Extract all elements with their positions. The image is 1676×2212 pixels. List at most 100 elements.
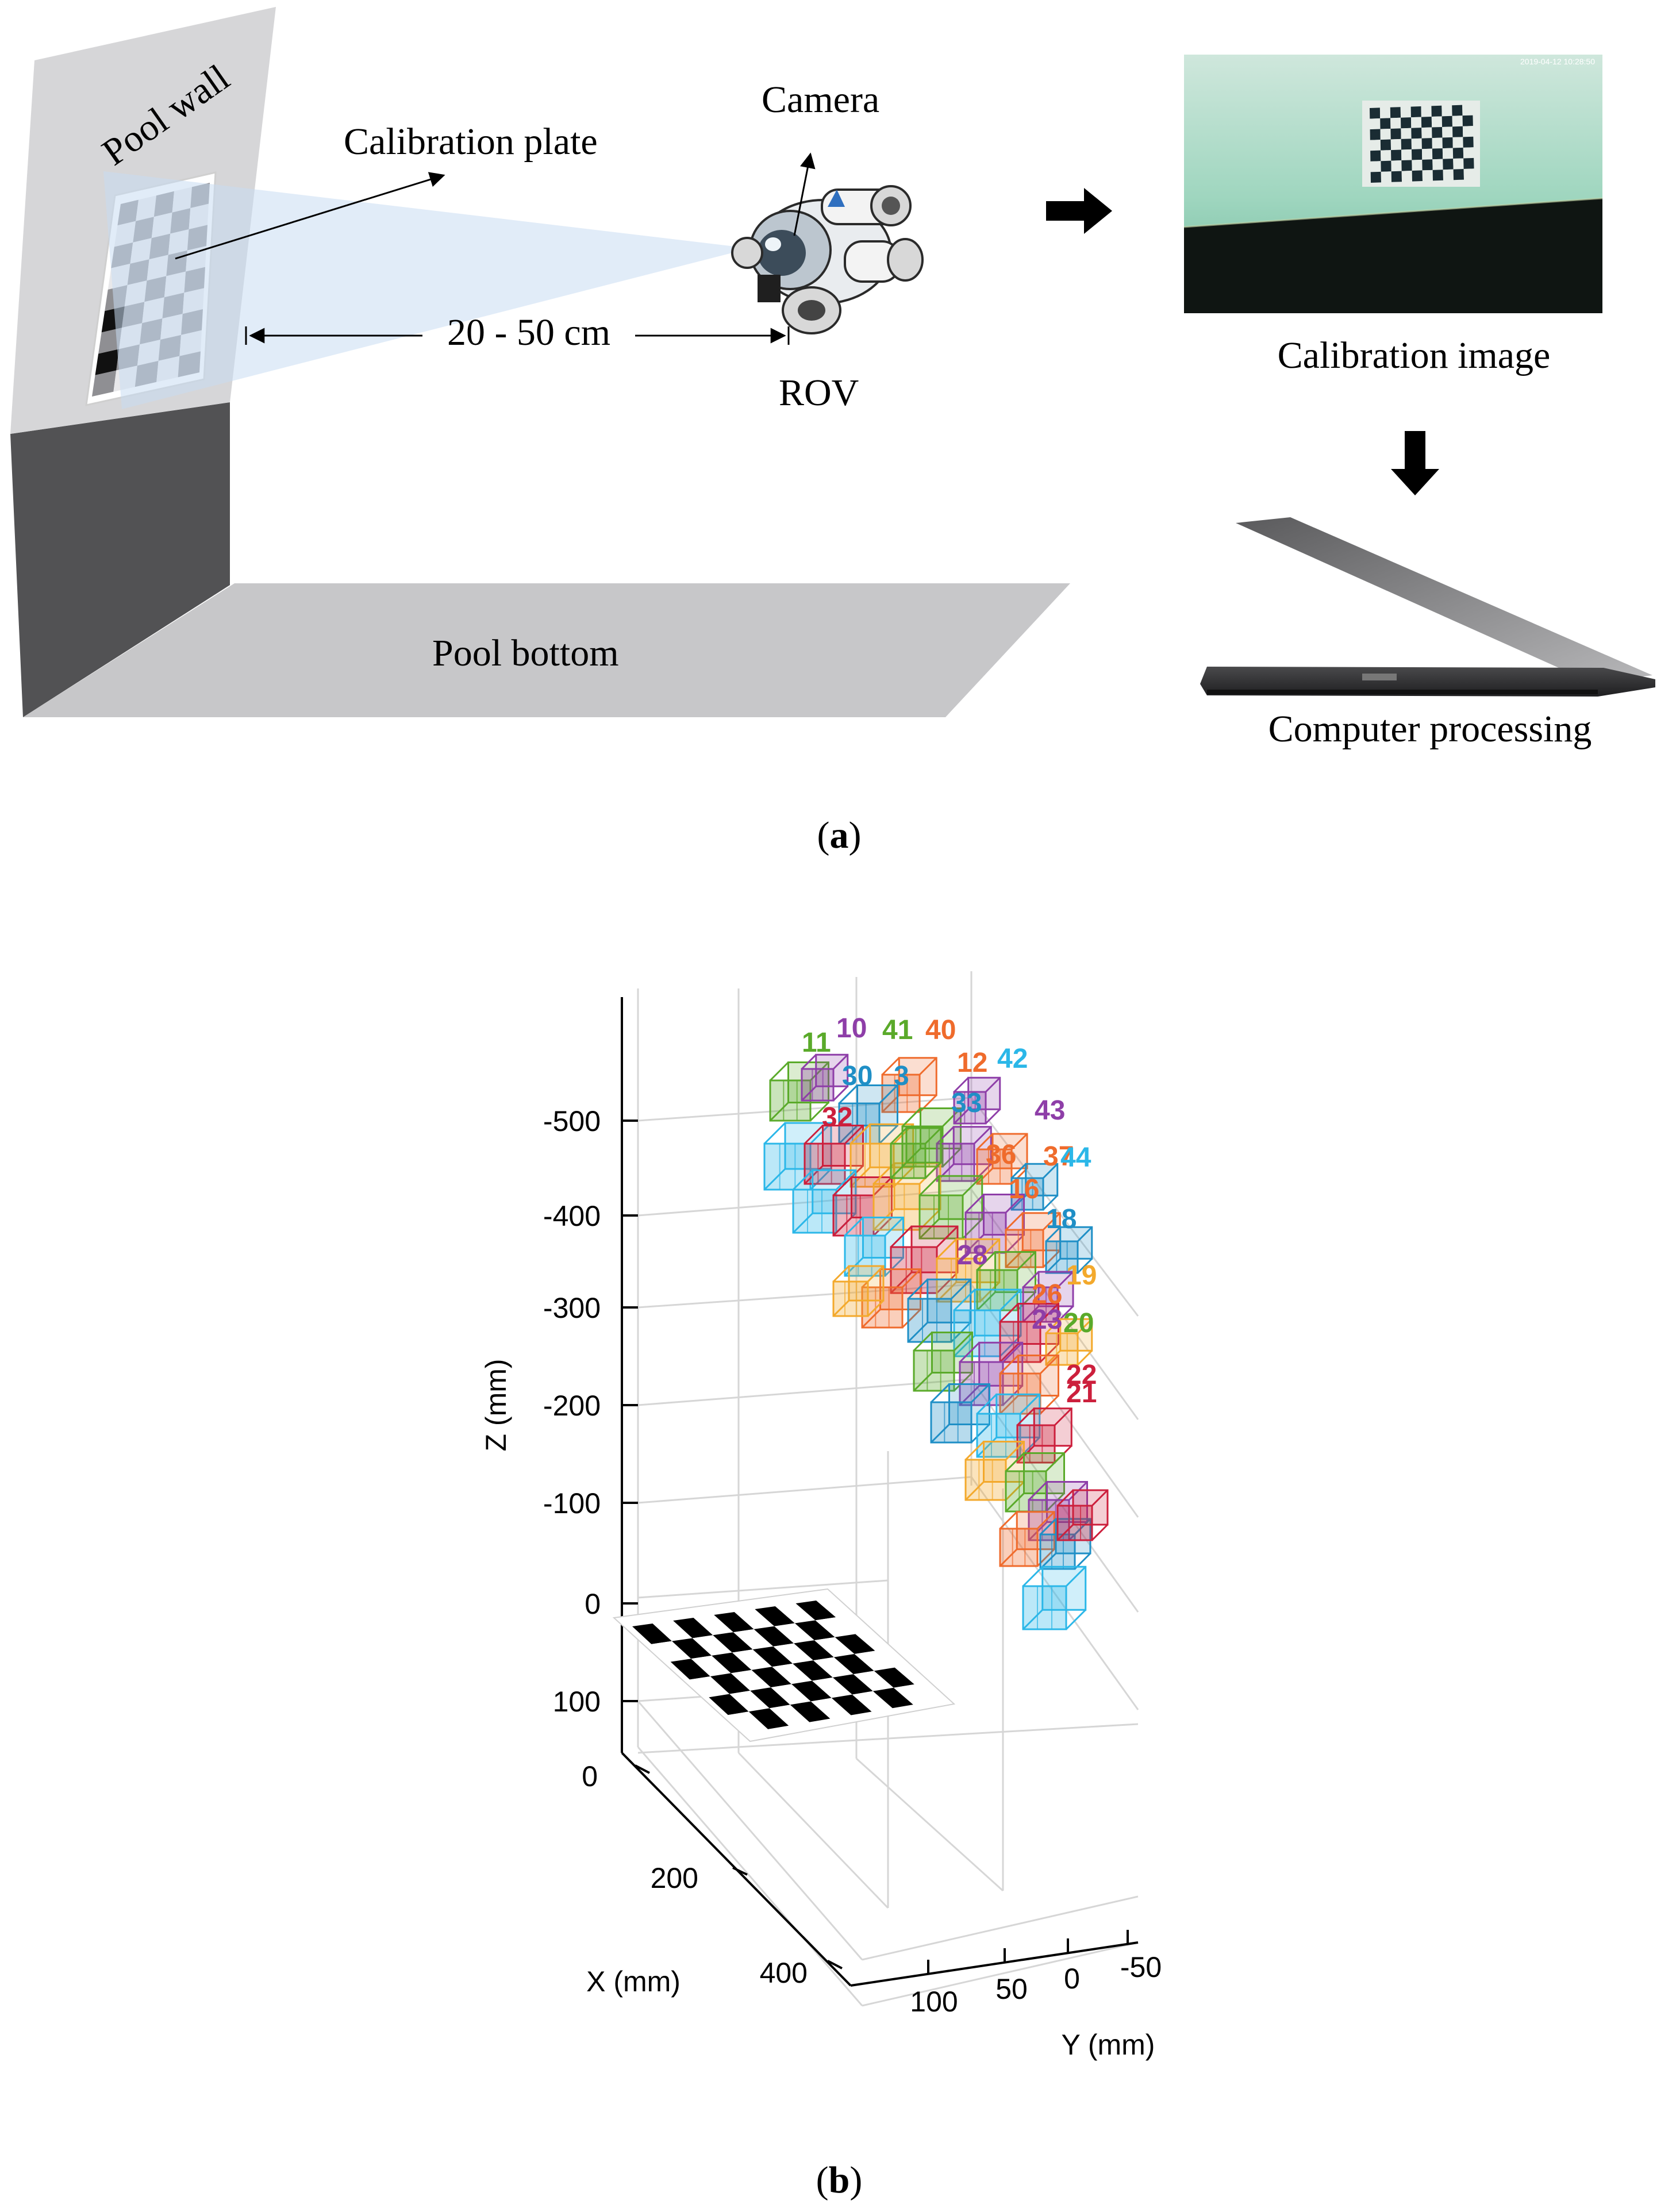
- pose-box-edge: [970, 1424, 990, 1444]
- z-tick-label: 100: [553, 1686, 601, 1718]
- photo-board-square: [1379, 107, 1391, 118]
- z-axis-ticks: [622, 1120, 638, 1702]
- photo-board-square: [1431, 116, 1443, 128]
- pose-box-edge: [973, 1126, 992, 1145]
- floor-board-square: [852, 1691, 893, 1712]
- floor-board-square: [673, 1618, 713, 1638]
- pose-box-edge: [999, 1343, 1019, 1363]
- pose-box-edge: [976, 1133, 994, 1151]
- pose-box-edge: [792, 1213, 813, 1234]
- pose-label: 23: [1032, 1305, 1062, 1335]
- pose-box-edge: [976, 1394, 997, 1415]
- pose-label: 32: [822, 1102, 852, 1133]
- pose-box-edge: [763, 1122, 786, 1145]
- calibration-plate-pointer-arrow: [175, 172, 445, 260]
- pose-box-edge: [950, 1279, 971, 1300]
- x-tick-label: 0: [582, 1760, 598, 1792]
- floor-board-square: [690, 1676, 730, 1698]
- pose-box-edge: [832, 1086, 848, 1102]
- photo-board-square: [1422, 170, 1433, 181]
- z-tick-label: -100: [543, 1487, 601, 1519]
- pose-box-edge: [792, 1170, 813, 1191]
- pose-box-edge: [1002, 1385, 1023, 1406]
- rov-vehicle-icon: [731, 185, 924, 334]
- pose-box-edge: [878, 1084, 898, 1105]
- pose-box-edge: [809, 1061, 829, 1082]
- pose-box-edge: [999, 1303, 1019, 1323]
- floor-board-square: [893, 1684, 934, 1705]
- pose-box-edge: [832, 1054, 848, 1070]
- photo-board-square: [1442, 137, 1453, 149]
- pose-box-edge: [953, 1332, 973, 1352]
- pose-box-edge: [832, 1299, 850, 1317]
- photo-board-square: [1441, 105, 1452, 117]
- pose-box-edge: [1028, 1481, 1048, 1501]
- pose-box-edge: [1091, 1524, 1109, 1541]
- photo-board-square: [1421, 127, 1432, 139]
- z-axis-tick-labels: -500 -400 -300 -200 -100 0 100: [543, 1105, 601, 1718]
- camera-pose-box: [913, 1332, 973, 1392]
- z-tick-label: -500: [543, 1105, 601, 1137]
- photo-board-square: [1442, 148, 1454, 159]
- pose-box-edge: [1042, 1195, 1058, 1211]
- pose-box-edge: [1039, 1355, 1059, 1375]
- pose-box-edge: [884, 1217, 904, 1237]
- floor-board-square: [835, 1634, 875, 1655]
- camera-pose-box: [1056, 1489, 1109, 1541]
- photo-board-square: [1463, 168, 1474, 180]
- photo-board-square: [1411, 138, 1422, 149]
- pose-label: 41: [882, 1015, 913, 1045]
- floor-board-square: [772, 1663, 812, 1684]
- camera-pose-box: [832, 1176, 893, 1237]
- pose-box-edge: [941, 1107, 962, 1128]
- pose-box-back-face: [910, 1225, 959, 1274]
- pose-box-edge: [1016, 1407, 1035, 1426]
- floor-board-square: [733, 1629, 774, 1650]
- down-arrow-icon: [1391, 431, 1439, 495]
- pose-box-edge: [861, 1309, 881, 1329]
- pose-box-edge: [924, 1161, 942, 1179]
- pose-box-edge: [1045, 1452, 1065, 1472]
- pose-box-edge: [936, 1126, 955, 1145]
- floor-board-square: [754, 1626, 794, 1647]
- camera-pose-boxes: [763, 1053, 1109, 1630]
- pose-box-edge: [878, 1125, 898, 1145]
- pose-box-edge: [1005, 1481, 1025, 1501]
- floor-board-square: [795, 1601, 836, 1621]
- floor-board-square: [713, 1632, 753, 1653]
- computer-processing-label: Computer processing: [1268, 708, 1592, 750]
- x-axis-ticks: [635, 1764, 843, 1969]
- pose-box-edge: [1042, 1163, 1058, 1179]
- pose-label: 12: [957, 1048, 987, 1078]
- pose-box-edge: [1039, 1395, 1059, 1415]
- pose-box-edge: [976, 1437, 997, 1458]
- pose-box-edge: [1039, 1303, 1059, 1323]
- wall-board-square: [95, 349, 120, 375]
- floor-board-square: [813, 1657, 854, 1678]
- y-tick-label: 0: [1064, 1963, 1080, 1995]
- pose-box-edge: [1022, 1566, 1043, 1587]
- photo-board-square: [1390, 107, 1401, 118]
- pose-box-edge: [1077, 1318, 1093, 1334]
- photo-board-square: [1452, 116, 1463, 127]
- photo-board-square: [1391, 160, 1402, 172]
- floor-board-square: [651, 1641, 691, 1662]
- calibration-image-photo: 2019-04-12 10:28:50: [1183, 55, 1603, 313]
- floor-board-square: [833, 1654, 874, 1675]
- photo-board-square: [1422, 159, 1433, 171]
- pose-box-edge: [1022, 1305, 1040, 1323]
- pose-label: 18: [1046, 1204, 1077, 1234]
- camera-pose-box: [1045, 1226, 1093, 1274]
- pose-box-edge: [844, 1217, 864, 1237]
- floor-board-square: [652, 1621, 693, 1641]
- panel-a-setup-diagram: Pool wall Calibration plate Camera 20 - …: [10, 7, 1655, 856]
- z-tick-label: -300: [543, 1292, 601, 1324]
- pose-box-edge: [901, 1309, 921, 1329]
- photo-board-square: [1370, 118, 1381, 130]
- floor-board-square: [752, 1646, 793, 1667]
- photo-board-square: [1432, 170, 1443, 181]
- pose-box-edge: [1005, 1212, 1024, 1231]
- pose-box-edge: [959, 1342, 980, 1363]
- camera-pose-box: [964, 1194, 1025, 1254]
